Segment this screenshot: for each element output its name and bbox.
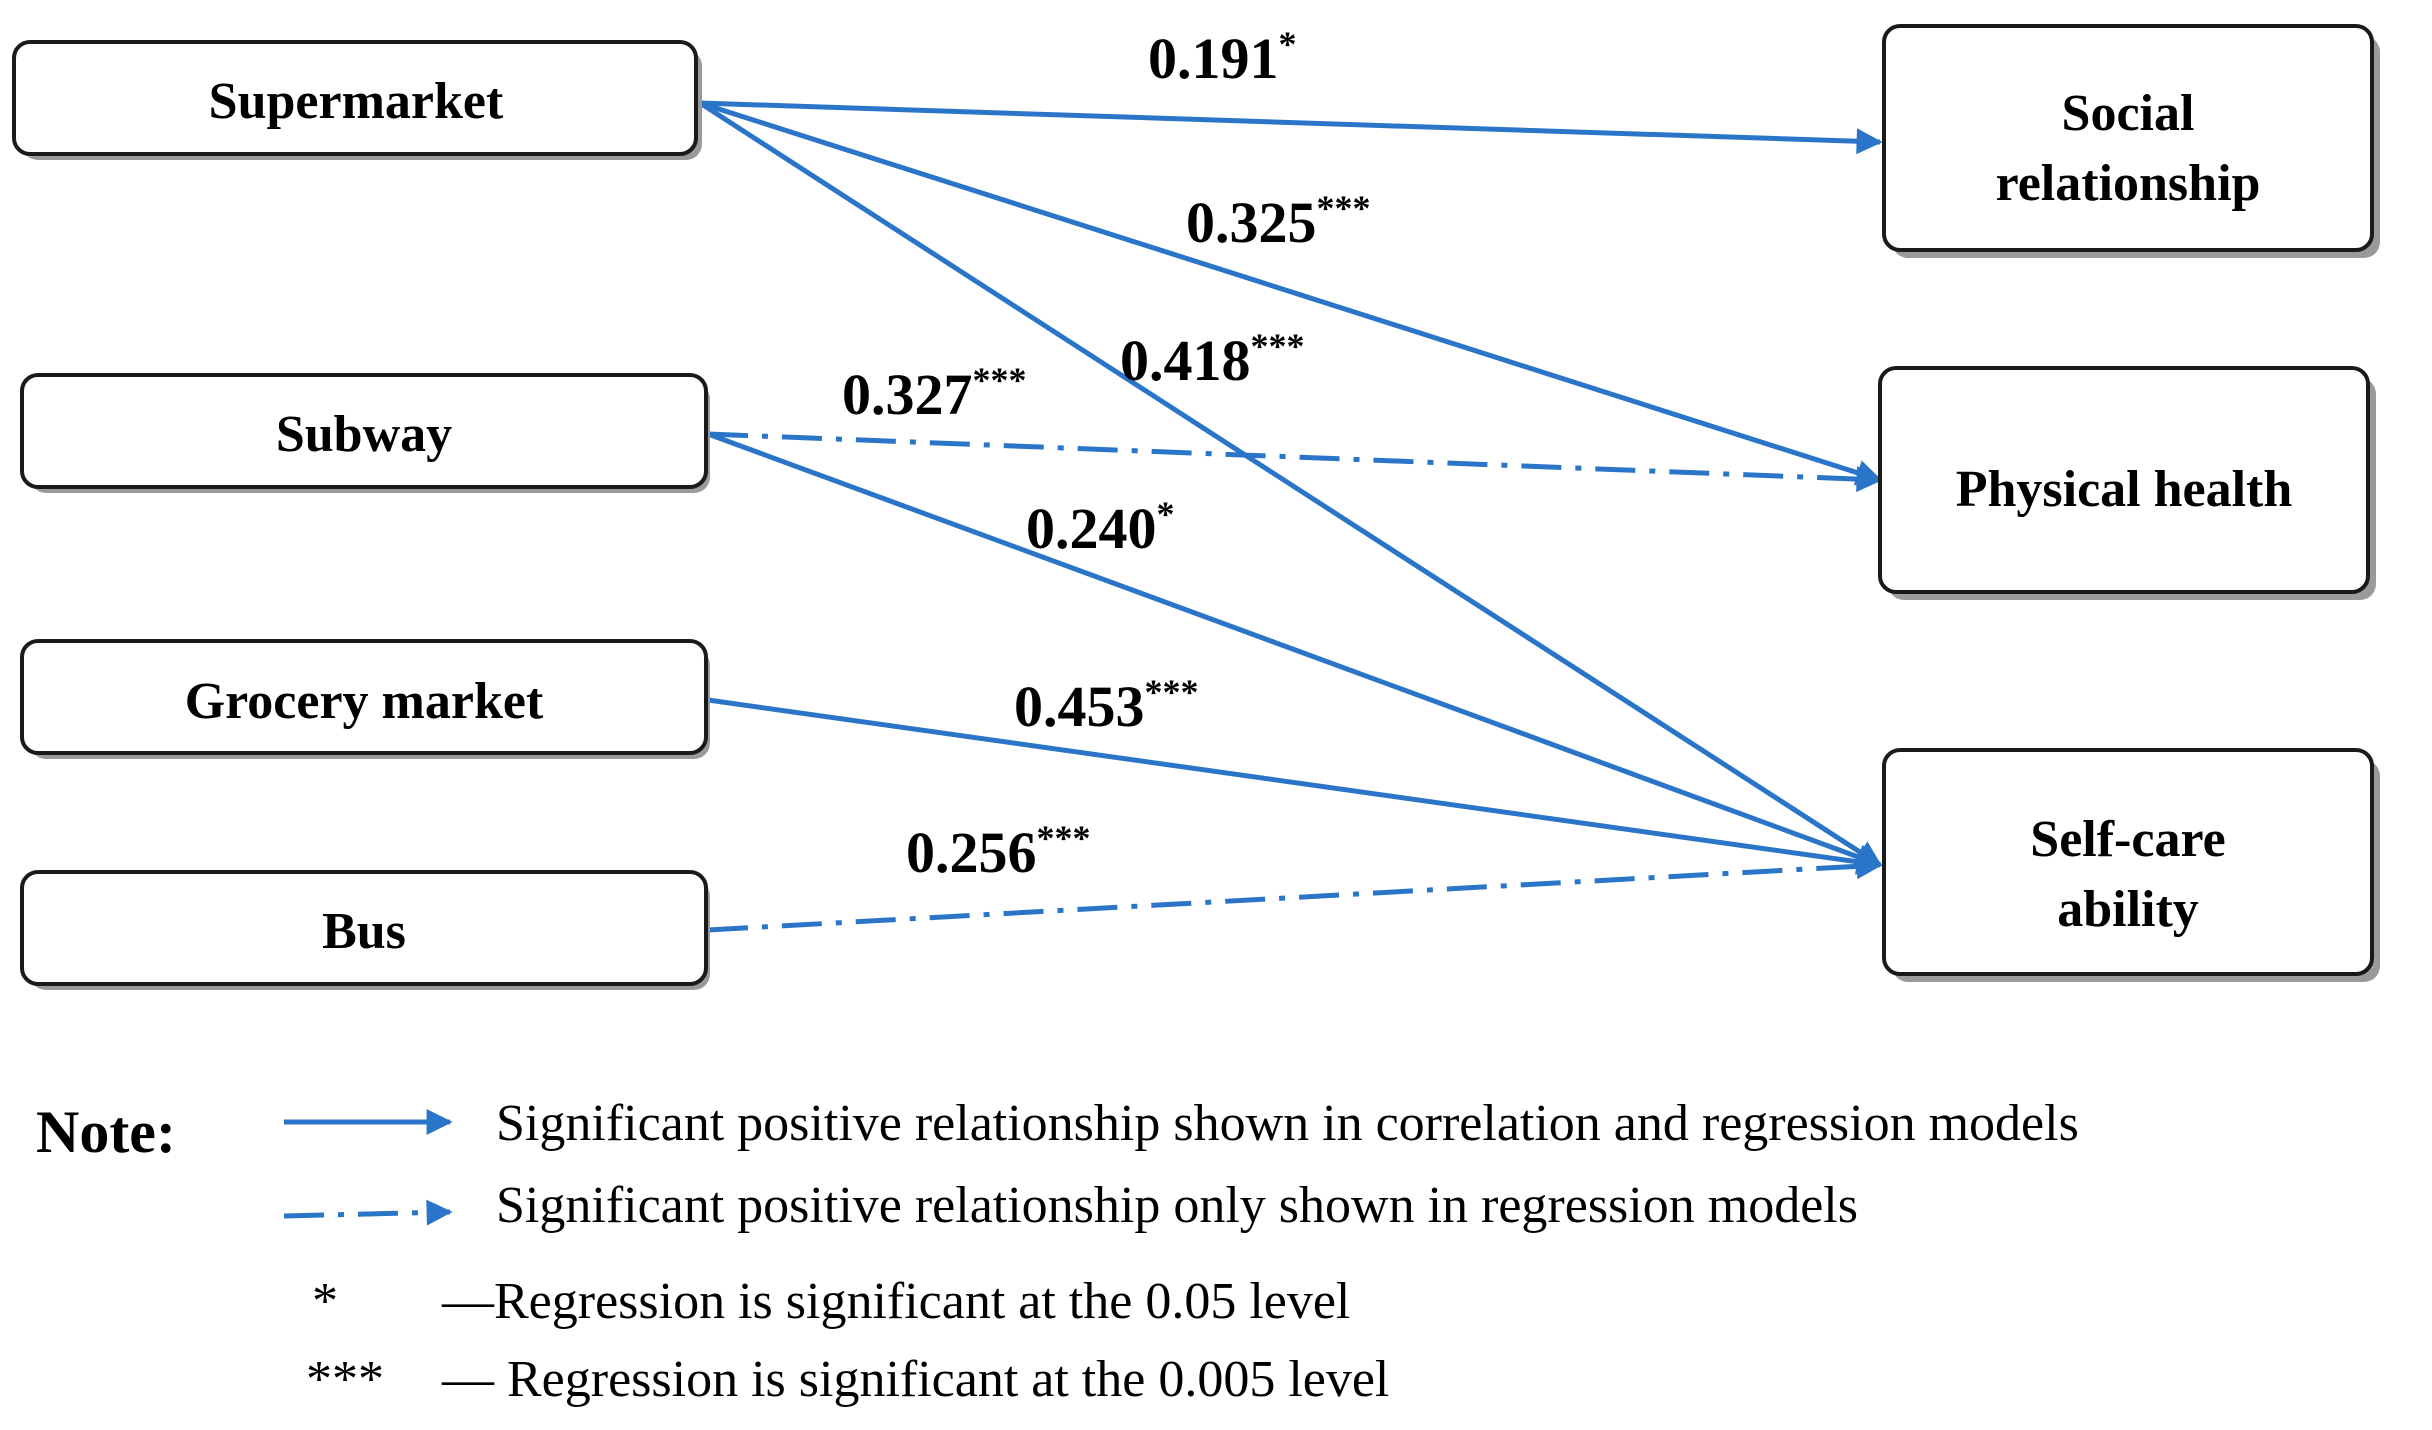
arrow-bus-selfcare	[707, 853, 1883, 933]
target-label-social-line2: relationship	[1996, 155, 2261, 212]
arrow-subway-selfcare	[707, 431, 1883, 870]
target-label-selfcare-line2: ability	[2057, 881, 2199, 938]
coef-supermarket-social: 0.191*	[1148, 24, 1297, 91]
target-node-social: Social relationship	[1882, 24, 2380, 258]
legend-star3-symbol: ***	[306, 1351, 384, 1408]
arrow-supermarket-social	[699, 100, 1883, 155]
target-label-physical: Physical health	[1956, 461, 2293, 518]
arrow-supermarket-selfcare	[698, 100, 1883, 868]
coef-subway-physical: 0.327***	[842, 360, 1027, 427]
coef-supermarket-selfcare: 0.418***	[1120, 326, 1305, 393]
source-label-bus: Bus	[322, 903, 406, 960]
legend-title: Note:	[36, 1099, 176, 1165]
legend-solid-text: Significant positive relationship shown …	[496, 1095, 2079, 1152]
source-node-grocery: Grocery market	[20, 639, 710, 759]
arrow-supermarket-physical	[699, 100, 1883, 486]
legend-dashdot-text: Significant positive relationship only s…	[496, 1177, 1858, 1234]
target-label-social-line1: Social	[2062, 85, 2195, 142]
coef-grocery-selfcare: 0.453***	[1014, 672, 1199, 739]
coef-subway-selfcare: 0.240*	[1026, 494, 1175, 561]
coefficient-labels: 0.191* 0.325*** 0.418*** 0.327*** 0.240*…	[842, 24, 1371, 885]
source-label-grocery: Grocery market	[185, 673, 544, 730]
source-node-subway: Subway	[20, 373, 710, 493]
coef-bus-selfcare: 0.256***	[906, 818, 1091, 885]
target-node-selfcare: Self-care ability	[1882, 748, 2380, 982]
arrow-grocery-selfcare	[707, 697, 1883, 875]
source-node-supermarket: Supermarket	[12, 40, 702, 160]
arrow-subway-physical	[707, 431, 1883, 493]
legend-star3-text: — Regression is significant at the 0.005…	[441, 1351, 1389, 1408]
legend-dashdot-arrow	[283, 1199, 453, 1226]
legend: Note: Significant positive relationship …	[36, 1095, 2079, 1408]
source-node-bus: Bus	[20, 870, 710, 990]
target-label-selfcare-line1: Self-care	[2030, 811, 2225, 868]
target-node-physical: Physical health	[1878, 366, 2376, 600]
relationship-lines	[698, 100, 1883, 933]
coef-supermarket-physical: 0.325***	[1186, 188, 1371, 255]
source-label-subway: Subway	[276, 406, 452, 463]
legend-star1-symbol: *	[312, 1273, 338, 1330]
source-label-supermarket: Supermarket	[209, 73, 504, 130]
legend-star1-text: —Regression is significant at the 0.05 l…	[441, 1273, 1350, 1330]
